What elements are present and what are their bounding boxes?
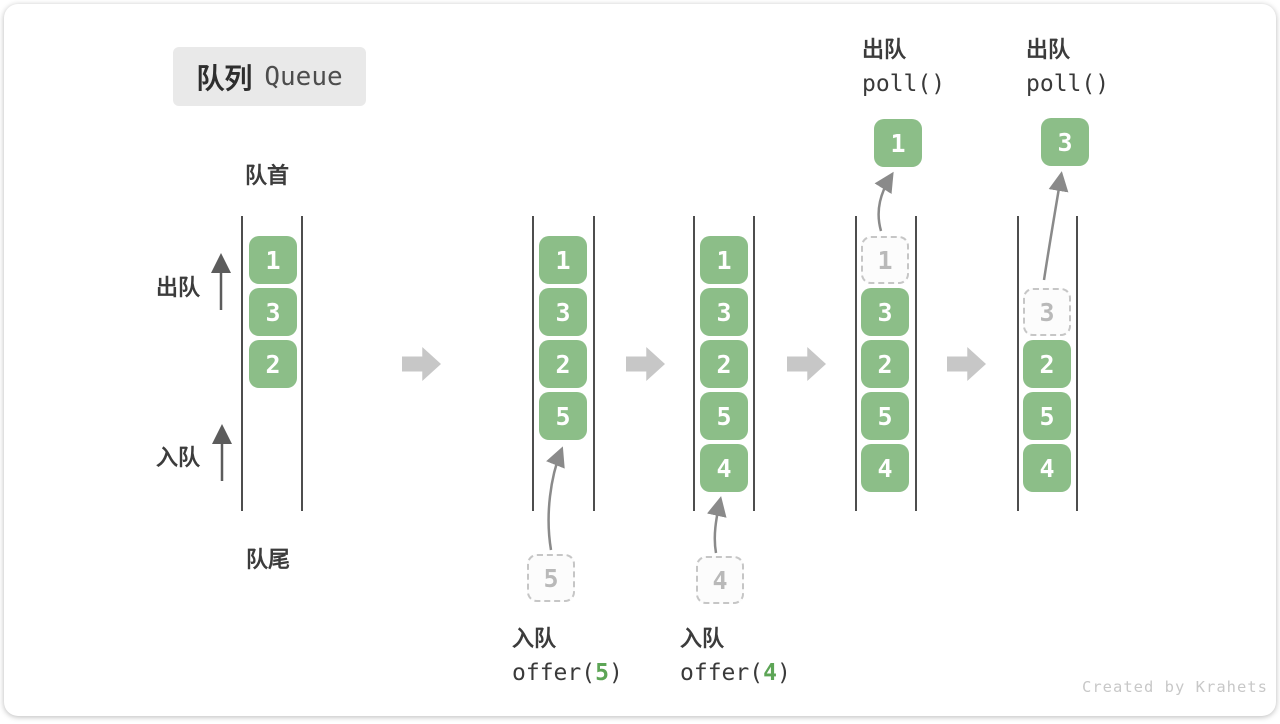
poll-code: poll() — [1026, 71, 1110, 97]
queue-front-label: 队首 — [245, 163, 290, 188]
queue-box: 5 — [700, 392, 748, 440]
queue-box: 2 — [249, 340, 297, 388]
dequeue-side-label: 出队 — [156, 275, 201, 300]
channel-line — [241, 216, 243, 511]
dequeue-op-label: 出队 — [862, 37, 907, 62]
title-badge: 队列 Queue — [173, 47, 366, 106]
queue-box: 5 — [539, 392, 587, 440]
queue-stage-1: 1 3 2 — [4, 4, 1276, 716]
offer-arg: 4 — [763, 660, 777, 686]
queue-box: 3 — [700, 288, 748, 336]
queue-box: 1 — [249, 236, 297, 284]
dequeue-op-label: 出队 — [1026, 37, 1071, 62]
queue-box: 1 — [700, 236, 748, 284]
channel-line — [1076, 216, 1078, 511]
watermark: Created by Krahets — [1082, 678, 1268, 696]
queue-stage-3: 1 3 2 5 4 4 入队 offer(4) — [4, 4, 1276, 716]
queue-box: 2 — [1023, 340, 1071, 388]
enqueue-op-label: 入队 — [512, 626, 557, 651]
offer-arg: 5 — [595, 660, 609, 686]
title-en: Queue — [264, 61, 343, 92]
queue-box: 3 — [539, 288, 587, 336]
queue-stage-2: 1 3 2 5 5 入队 offer(5) — [4, 4, 1276, 716]
queue-rear-label: 队尾 — [246, 547, 291, 572]
queue-box: 5 — [1023, 392, 1071, 440]
channel-line — [753, 216, 755, 511]
offer-code: offer(5) — [512, 660, 623, 686]
queue-box: 4 — [861, 444, 909, 492]
queue-box: 2 — [861, 340, 909, 388]
title-zh: 队列 — [196, 62, 253, 94]
queue-box: 1 — [539, 236, 587, 284]
pending-box: 4 — [696, 556, 744, 604]
offer-5-label: 入队 offer(5) — [512, 621, 623, 686]
enqueue-op-label: 入队 — [680, 626, 725, 651]
queue-box: 3 — [249, 288, 297, 336]
queue-box: 4 — [1023, 444, 1071, 492]
polled-box: 1 — [874, 119, 922, 167]
queue-box: 4 — [700, 444, 748, 492]
pending-box: 5 — [527, 554, 575, 602]
offer-4-label: 入队 offer(4) — [680, 621, 791, 686]
channel-line — [593, 216, 595, 511]
queue-stage-4: 出队 poll() 1 1 3 2 5 4 — [4, 4, 1276, 716]
queue-stage-5: 出队 poll() 3 3 2 5 4 — [4, 4, 1276, 716]
channel-line — [693, 216, 695, 511]
channel-line — [855, 216, 857, 511]
queue-box: 3 — [861, 288, 909, 336]
poll-code: poll() — [862, 71, 946, 97]
poll-1-label: 出队 poll() — [862, 32, 945, 97]
removed-box: 1 — [861, 236, 909, 284]
channel-line — [915, 216, 917, 511]
poll-3-label: 出队 poll() — [1026, 32, 1109, 97]
channel-line — [301, 216, 303, 511]
removed-box: 3 — [1023, 288, 1071, 336]
polled-box: 3 — [1041, 118, 1089, 166]
enqueue-side-label: 入队 — [156, 445, 201, 470]
queue-box: 2 — [700, 340, 748, 388]
channel-line — [532, 216, 534, 511]
queue-box: 5 — [861, 392, 909, 440]
offer-code: offer(4) — [680, 660, 791, 686]
queue-box: 2 — [539, 340, 587, 388]
diagram-canvas: 队列 Queue 队首 队尾 出队 入队 1 3 2 1 3 2 5 5 入队 … — [4, 4, 1276, 716]
channel-line — [1017, 216, 1019, 511]
